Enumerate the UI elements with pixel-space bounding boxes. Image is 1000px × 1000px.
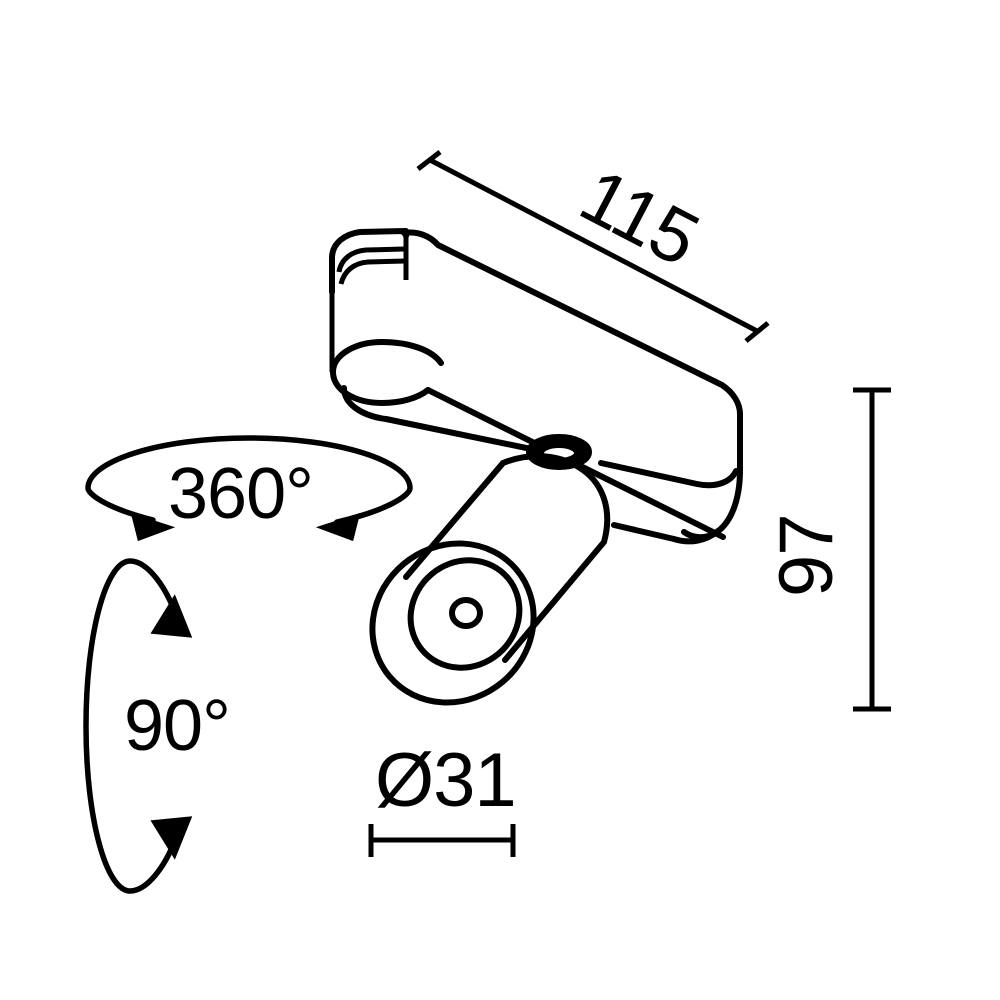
rotation-360-ellipse [85,435,413,525]
housing-left-cap-bottom [330,369,431,406]
rotation-360-label: 360° [168,454,313,534]
housing-left-cap-top [330,339,444,375]
housing-right-bottom-curve [611,522,721,545]
dimension-115-tick-right [744,321,770,343]
rotation-indicator-90: 90° [83,558,231,894]
dimension-diameter-31: Ø31 [368,738,517,857]
pivot-knob-part [526,434,592,470]
pivot-knob-fill [529,437,589,467]
track-adapter-outline [329,228,409,295]
dimension-97: 97 [764,387,891,712]
spotlight-barrel-left [403,460,506,580]
spotlight-barrel-top [500,453,611,663]
rotation-360-arrowhead-right [315,512,361,542]
rotation-indicator-360: 360° [85,435,413,542]
housing-body-part [330,229,743,545]
rotation-360-arrowhead-left [130,512,176,542]
housing-top-edge [401,229,743,467]
rotation-90-label: 90° [124,686,230,766]
dimension-97-label: 97 [764,514,849,597]
housing-front-lower-left [341,385,563,458]
dimension-d31-label: Ø31 [375,738,516,823]
dimension-115-label: 115 [567,153,711,283]
dimension-115-line [428,157,759,334]
spotlight-front-rim [369,540,537,706]
product-illustration [329,228,743,706]
spotlight-head-part [369,453,611,706]
track-adapter-ridge-2 [338,258,406,285]
rotation-90-ellipse [83,558,183,894]
track-adapter-part [329,228,409,372]
dimension-115-tick-left [416,150,442,171]
spotlight-lens-ring [407,557,523,671]
housing-front-lower-right [598,460,739,489]
rotation-90-arrowhead-bottom [150,816,193,860]
track-adapter-ridge-1 [336,246,405,273]
rotation-90-arrowhead-top [150,594,193,638]
dimension-115: 115 [416,150,770,343]
spotlight-lens-aperture [449,597,483,629]
